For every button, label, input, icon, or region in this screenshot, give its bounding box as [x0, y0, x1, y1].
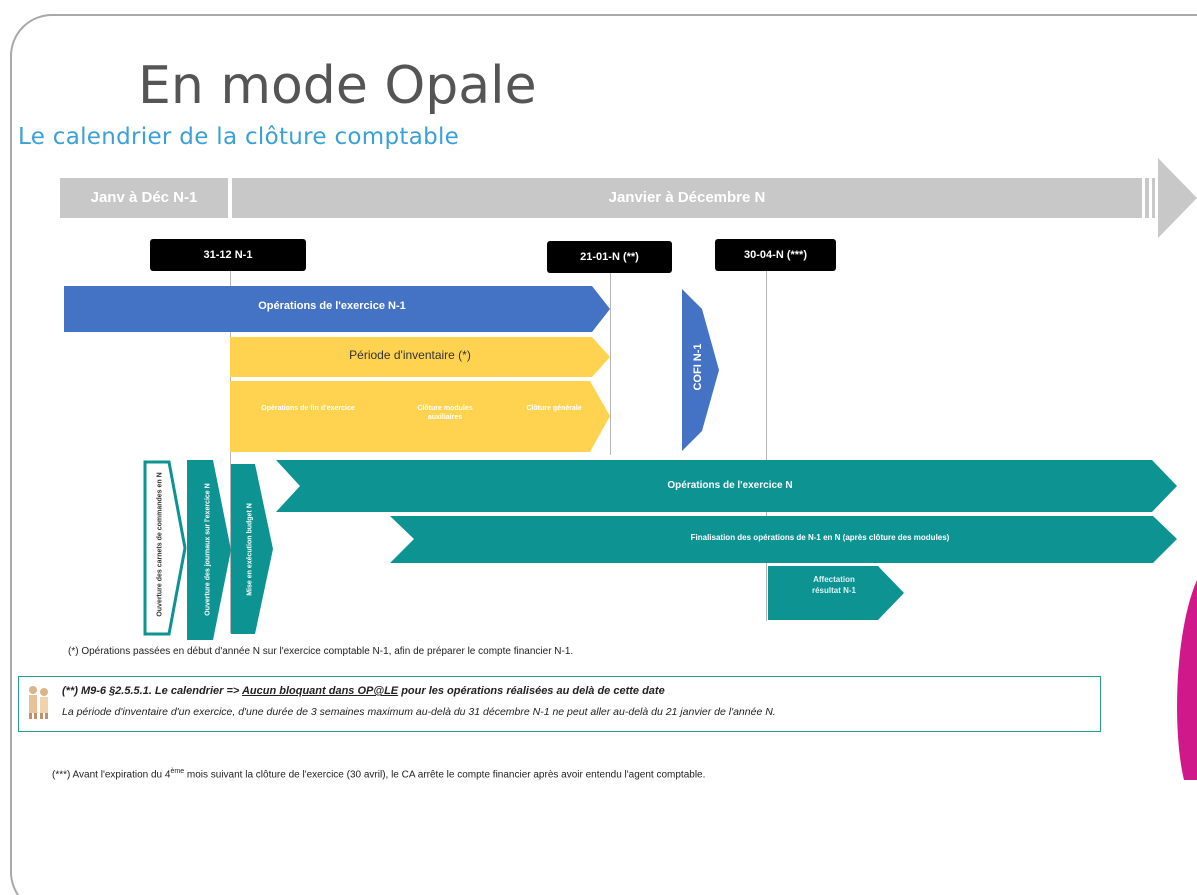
legal-reference-title: (**) M9-6 §2.5.5.1. Le calendrier => Auc… [62, 685, 665, 697]
arrow-operations-n-label: Opérations de l'exercice N [667, 480, 793, 491]
arrow-affectation-label: Affectation résultat N-1 [811, 575, 856, 595]
magenta-arc-decoration [1177, 580, 1197, 780]
arrow-periode-inventaire-label: Période d'inventaire (*) [349, 348, 471, 362]
arrow-mise-execution-budget-label: Mise en exécution budget N [246, 503, 254, 596]
date-label-30-04: 30-04-N (***) [715, 239, 836, 271]
arrow-cofi-label: COFI N-1 [692, 343, 704, 391]
timeline-year-n1: Janv à Déc N-1 [60, 178, 228, 218]
arrow-operations-n1 [64, 286, 610, 332]
guide-line-31-12 [230, 271, 231, 633]
arrow-periode-inventaire [230, 337, 610, 377]
arrow-finalisation [390, 516, 1177, 563]
arrow-affectation [768, 566, 904, 620]
date-label-21-01: 21-01-N (**) [547, 241, 672, 273]
arrow-operations-n1-label: Opérations de l'exercice N-1 [258, 300, 406, 312]
page-subtitle: Le calendrier de la clôture comptable [18, 124, 460, 150]
timeline-stripe [1145, 178, 1149, 218]
note-compte-financier-part1: (***) Avant l'expiration du 4 [52, 769, 171, 781]
timeline-year-n: Janvier à Décembre N [232, 178, 1142, 218]
timeline-stripe [1152, 178, 1155, 218]
arrow-ouverture-carnets [143, 460, 187, 636]
page-title: En mode Opale [138, 56, 537, 116]
arrow-cofi [682, 289, 719, 451]
arrow-ouverture-journaux [187, 460, 231, 640]
arrow-operations-n [276, 460, 1177, 512]
people-icon [29, 686, 48, 719]
subchevron-operations-fin-exercice: Opérations de fin d'exercice [261, 405, 355, 412]
guide-line-30-04 [766, 271, 767, 621]
arrow-finalisation-label: Finalisation des opérations de N-1 en N … [690, 533, 950, 542]
legal-reference-box [18, 676, 1101, 732]
arrow-ouverture-journaux-label: Ouverture des journaux sur l'exercice N [204, 483, 212, 616]
date-label-31-12: 31-12 N-1 [150, 239, 306, 271]
legal-reference-prefix: (**) M9-6 §2.5.5.1. Le calendrier => [62, 685, 242, 697]
subchevron-cloture-generale: Clôture générale [526, 405, 582, 412]
timeline-arrowhead [1158, 158, 1197, 238]
arrow-mise-execution-budget [231, 464, 273, 634]
inventaire-subchevrons [230, 381, 610, 452]
note-compte-financier-part2: mois suivant la clôture de l'exercice (3… [184, 769, 706, 781]
note-compte-financier: (***) Avant l'expiration du 4ème mois su… [52, 768, 705, 780]
subchevron-cloture-modules: Clôture modules auxiliaires [417, 405, 473, 421]
legal-reference-suffix: pour les opérations réalisées au delà de… [398, 685, 665, 697]
note-compte-financier-sup: ème [170, 768, 185, 775]
legal-reference-underlined: Aucun bloquant dans OP@LE [241, 685, 399, 697]
arrow-ouverture-carnets-label: Ouverture des carnets de commandes en N [156, 472, 164, 617]
slide-frame [10, 14, 1197, 895]
note-inventaire: (*) Opérations passées en début d'année … [68, 646, 574, 657]
legal-reference-detail: La période d'inventaire d'un exercice, d… [62, 706, 776, 718]
guide-line-21-01 [610, 273, 611, 455]
